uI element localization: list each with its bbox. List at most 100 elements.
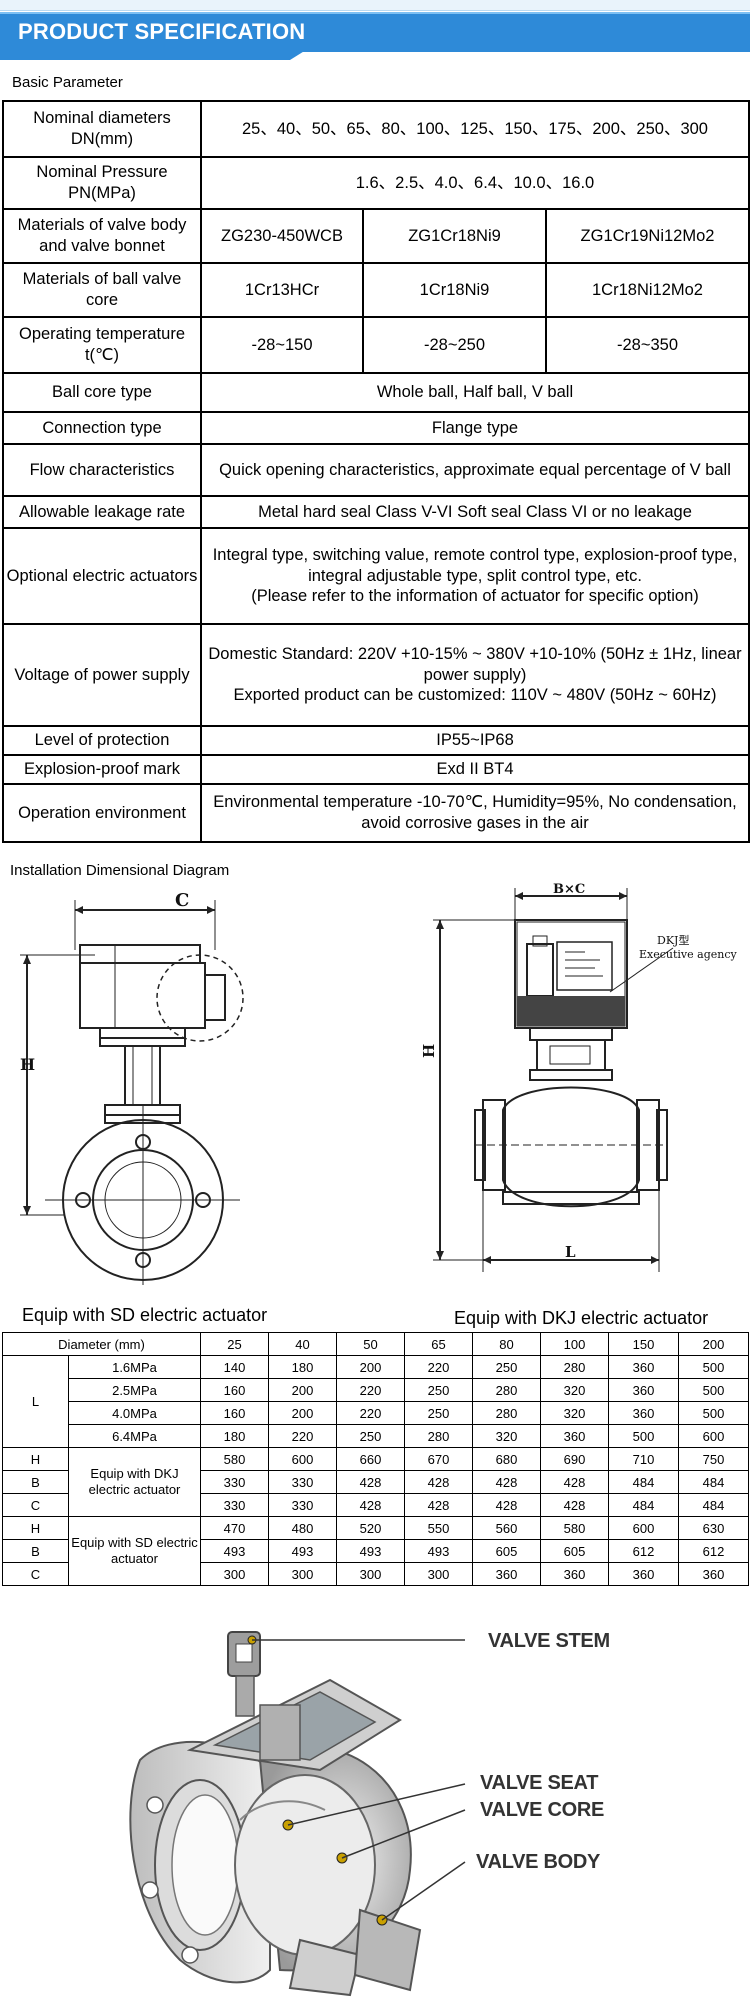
diameter-header-cell: 25 <box>200 1332 270 1356</box>
table-row: Optional electric actuators Integral typ… <box>2 527 750 625</box>
table-cell: 250 <box>336 1424 406 1448</box>
spec-value: 1Cr18Ni12Mo2 <box>545 262 750 318</box>
table-cell: 428 <box>336 1470 406 1494</box>
table-row: Voltage of power supply Domestic Standar… <box>2 623 750 727</box>
table-cell: 250 <box>404 1378 474 1402</box>
table-cell: 200 <box>268 1401 338 1425</box>
spec-value: Domestic Standard: 220V +10-15% ~ 380V +… <box>200 623 750 727</box>
table-cell: 428 <box>336 1493 406 1517</box>
callout-valve-stem: VALVE STEM <box>488 1630 610 1652</box>
table-cell: 428 <box>540 1493 610 1517</box>
table-cell: 484 <box>678 1470 750 1494</box>
spec-label: Materials of ball valve core <box>2 262 202 318</box>
pressure-cell: 2.5MPa <box>67 1378 202 1402</box>
table-cell: 330 <box>268 1493 338 1517</box>
table-row: Flow characteristics Quick opening chara… <box>2 443 750 497</box>
table-cell: 330 <box>268 1470 338 1494</box>
table-cell: 320 <box>540 1401 610 1425</box>
table-cell: 690 <box>540 1447 610 1471</box>
spec-value: Flange type <box>200 411 750 445</box>
table-cell: 280 <box>472 1401 542 1425</box>
table-cell: 428 <box>472 1470 542 1494</box>
dim-key-l: L <box>2 1355 69 1448</box>
table-cell: 670 <box>404 1447 474 1471</box>
caption-sd: Equip with SD electric actuator <box>22 1305 268 1325</box>
table-cell: 660 <box>336 1447 406 1471</box>
spec-value: 1.6、2.5、4.0、6.4、10.0、16.0 <box>200 156 750 210</box>
pressure-cell: 4.0MPa <box>67 1401 202 1425</box>
diameter-header-cell: 40 <box>268 1332 338 1356</box>
table-cell: 680 <box>472 1447 542 1471</box>
table-cell: 470 <box>200 1516 270 1540</box>
table-cell: 330 <box>200 1493 270 1517</box>
table-cell: 160 <box>200 1378 270 1402</box>
table-cell: 500 <box>678 1401 750 1425</box>
table-row: Nominal Pressure PN(MPa) 1.6、2.5、4.0、6.4… <box>2 156 750 210</box>
table-cell: 330 <box>200 1470 270 1494</box>
table-cell: 360 <box>608 1401 680 1425</box>
spec-value: -28~250 <box>362 316 547 374</box>
table-cell: 220 <box>268 1424 338 1448</box>
caption-dkj: Equip with DKJ electric actuator <box>454 1308 709 1328</box>
spec-table: Nominal diameters DN(mm) 25、40、50、65、80、… <box>2 100 750 843</box>
dim-label-h: H <box>20 1055 35 1074</box>
table-cell: 250 <box>404 1401 474 1425</box>
table-cell: 300 <box>268 1562 338 1586</box>
callout-valve-core: VALVE CORE <box>480 1799 605 1821</box>
actuators-line-1: Integral type, switching value, remote c… <box>212 546 738 585</box>
diameter-header-cell: 50 <box>336 1332 406 1356</box>
spec-label: Flow characteristics <box>2 443 202 497</box>
table-cell: 180 <box>200 1424 270 1448</box>
spec-value: Environmental temperature -10-70℃, Humid… <box>200 783 750 843</box>
table-cell: 220 <box>404 1355 474 1379</box>
spec-value: Metal hard seal Class V-VI Soft seal Cla… <box>200 495 750 529</box>
dim-key-cell: B <box>2 1470 69 1494</box>
dim-label-c: C <box>175 890 189 911</box>
spec-value: -28~150 <box>200 316 364 374</box>
spec-label: Operation environment <box>2 783 202 843</box>
table-cell: 612 <box>678 1539 750 1563</box>
diameter-header: Diameter (mm) <box>1 1332 202 1356</box>
table-cell: 428 <box>404 1493 474 1517</box>
installation-diagram-label: Installation Dimensional Diagram <box>10 862 230 879</box>
table-cell: 710 <box>608 1447 680 1471</box>
table-cell: 300 <box>336 1562 406 1586</box>
spec-value: 1Cr13HCr <box>200 262 364 318</box>
dkj-valve-diagram: B×C H DKJ型 Executive agency L <box>420 882 738 1272</box>
table-cell: 500 <box>678 1378 750 1402</box>
table-row: Materials of valve body and valve bonnet… <box>2 208 750 264</box>
table-cell: 360 <box>608 1378 680 1402</box>
page-title: PRODUCT SPECIFICATION <box>18 19 306 44</box>
callout-valve-body: VALVE BODY <box>476 1851 601 1873</box>
table-cell: 280 <box>404 1424 474 1448</box>
table-cell: 484 <box>678 1493 750 1517</box>
table-cell: 630 <box>678 1516 750 1540</box>
table-cell: 600 <box>268 1447 338 1471</box>
table-row: Ball core type Whole ball, Half ball, V … <box>2 372 750 413</box>
spec-label: Explosion-proof mark <box>2 754 202 785</box>
dim-label-bxc: B×C <box>553 882 585 897</box>
spec-label: Nominal diameters DN(mm) <box>2 100 202 158</box>
spec-value: Exd II BT4 <box>200 754 750 785</box>
dim-key-cell: H <box>2 1447 69 1471</box>
table-cell: 250 <box>472 1355 542 1379</box>
diameter-header-cell: 200 <box>678 1332 750 1356</box>
table-cell: 520 <box>336 1516 406 1540</box>
table-cell: 300 <box>404 1562 474 1586</box>
table-row: Operating temperature t(℃) -28~150 -28~2… <box>2 316 750 374</box>
callout-valve-seat: VALVE SEAT <box>480 1772 599 1794</box>
table-cell: 160 <box>200 1401 270 1425</box>
table-cell: 280 <box>540 1355 610 1379</box>
table-cell: 500 <box>678 1355 750 1379</box>
table-cell: 580 <box>540 1516 610 1540</box>
spec-label: Level of protection <box>2 725 202 756</box>
dkj-type-label: DKJ型 <box>657 933 689 947</box>
table-cell: 493 <box>200 1539 270 1563</box>
table-cell: 360 <box>540 1562 610 1586</box>
group-label-cell: Equip with SD electric actuator <box>67 1516 202 1586</box>
table-row: Allowable leakage rate Metal hard seal C… <box>2 495 750 529</box>
